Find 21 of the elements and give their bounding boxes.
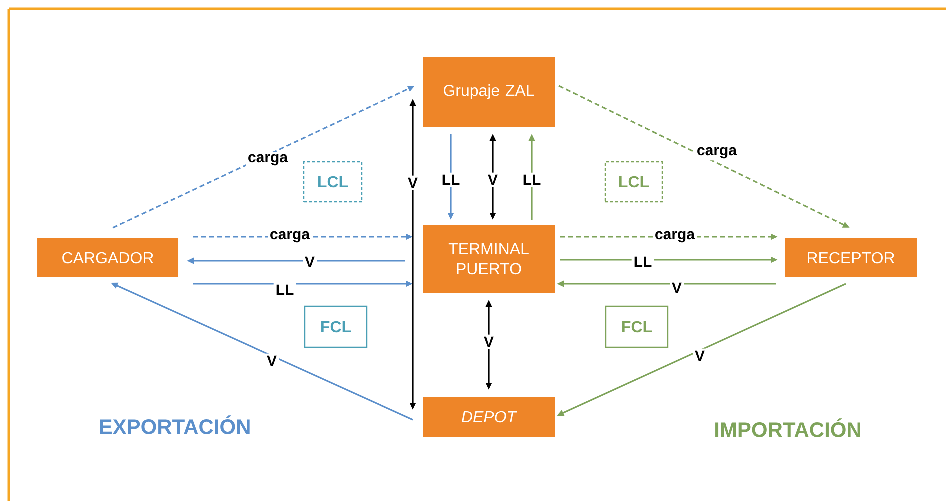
container-tag: FCL <box>304 306 368 348</box>
edge-label: carga <box>694 145 739 161</box>
edge-label: V <box>670 280 684 296</box>
process-box: CARGADOR <box>38 238 178 278</box>
process-box: TERMINAL PUERTO <box>423 225 555 293</box>
edge-label: carga <box>246 152 290 168</box>
edge-label: V <box>482 334 496 350</box>
edge-label: carga <box>652 229 697 245</box>
edge-label: V <box>303 254 317 270</box>
process-box: Grupaje ZAL <box>423 57 555 127</box>
section-heading: IMPORTACIÓN <box>716 418 860 438</box>
edge-label: V <box>265 354 279 368</box>
process-box: RECEPTOR <box>785 238 917 278</box>
edge-label: V <box>486 172 500 188</box>
edge-label: carga <box>268 229 312 245</box>
container-tag: LCL <box>303 161 363 203</box>
edge-label: V <box>406 176 420 190</box>
process-box: DEPOT <box>423 396 555 437</box>
container-tag: LCL <box>604 161 664 203</box>
section-heading: EXPORTACIÓN <box>100 416 250 434</box>
container-tag: FCL <box>605 306 669 348</box>
